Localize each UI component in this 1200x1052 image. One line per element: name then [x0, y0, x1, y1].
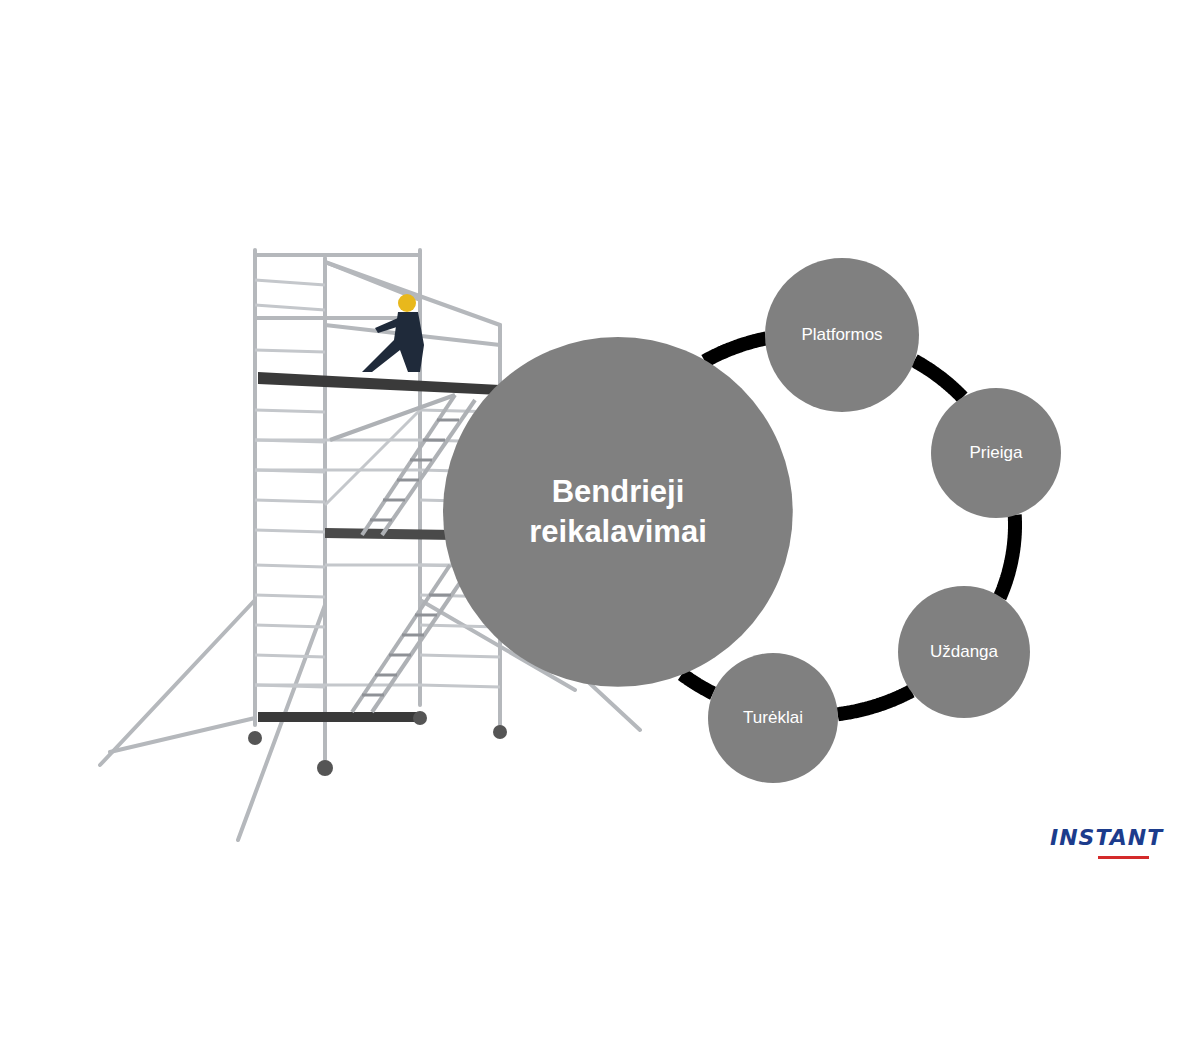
- circle-shape: [443, 337, 793, 687]
- ring-connector: [1000, 515, 1015, 598]
- node-text: Bendrieji reikalavimai: [443, 472, 793, 553]
- topic-circle: Platformos: [765, 258, 919, 412]
- main-circle: Bendrieji reikalavimai: [443, 337, 793, 687]
- brand-logo: INSTANT: [1050, 825, 1163, 850]
- ring-connector: [914, 361, 962, 398]
- topic-circle: Uždanga: [898, 586, 1030, 718]
- topic-circle: Prieiga: [931, 388, 1061, 518]
- node-text: Platformos: [791, 325, 892, 345]
- node-text: Prieiga: [960, 443, 1033, 463]
- node-text: Turėklai: [733, 708, 813, 728]
- topic-circle: Turėklai: [708, 653, 838, 783]
- ring-connector: [838, 691, 912, 714]
- logo-accent: [1098, 856, 1149, 859]
- ring-connector: [705, 339, 766, 362]
- ring-connector: [682, 674, 713, 693]
- node-text: Uždanga: [920, 642, 1008, 662]
